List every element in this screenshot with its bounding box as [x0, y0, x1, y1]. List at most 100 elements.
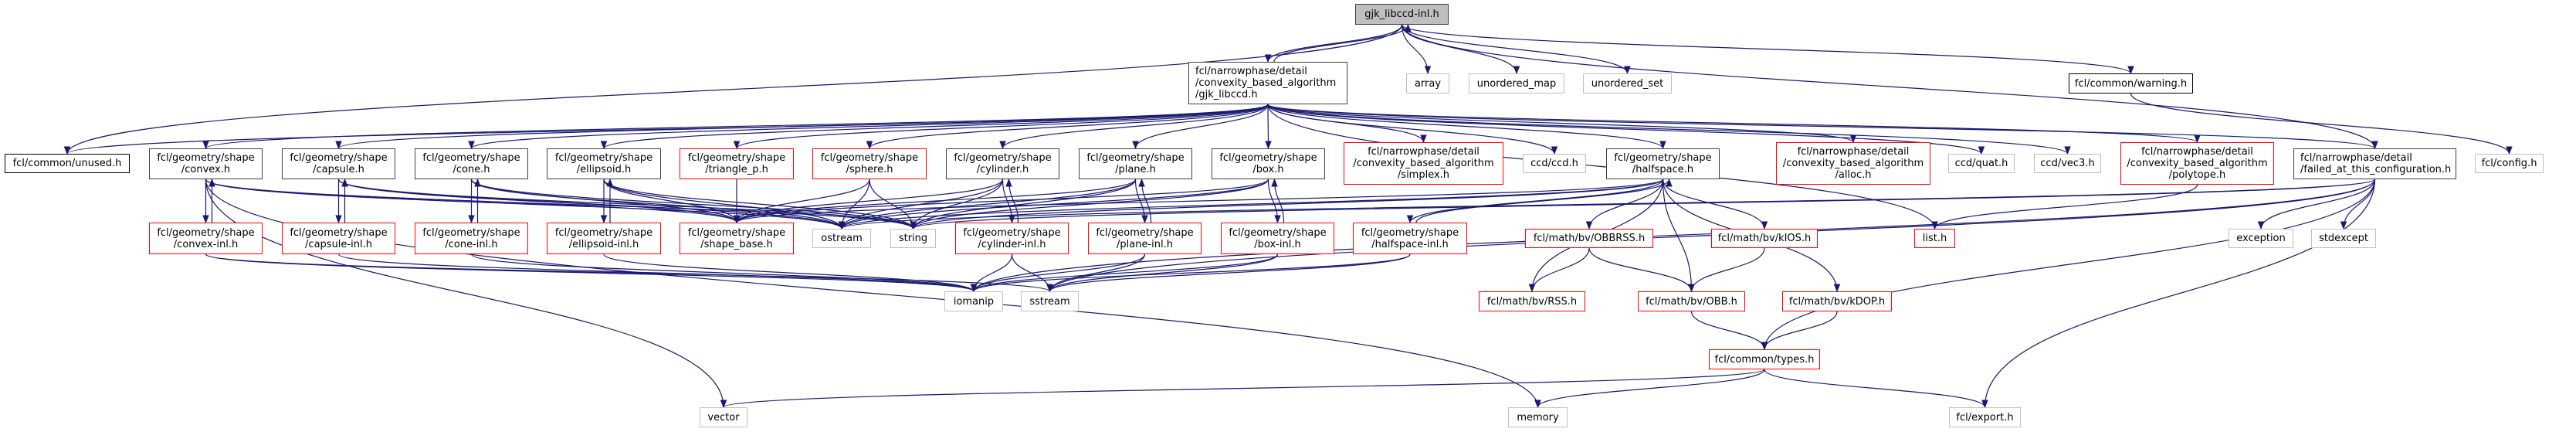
node-label: ostream	[821, 233, 863, 244]
node-convexinl[interactable]: fcl/geometry/shape/convex-inl.h	[149, 223, 263, 254]
node-label: /ellipsoid-inl.h	[568, 238, 639, 250]
node-halfspace[interactable]: fcl/geometry/shape/halfspace.h	[1606, 148, 1720, 179]
edge-polytope-to-list	[1931, 184, 2198, 230]
edge-capsuleinl-to-iomanip	[337, 253, 977, 293]
edge-plane-to-string	[910, 179, 1137, 230]
node-label: /sphere.h	[846, 164, 893, 175]
edge-gjk-to-cone	[468, 104, 1269, 150]
edge-warning-to-config	[2130, 93, 2513, 155]
node-ccd: ccd/ccd.h	[1523, 154, 1586, 173]
edge-obb-to-types	[1690, 311, 1768, 351]
node-memory: memory	[1508, 407, 1568, 427]
node-kdop[interactable]: fcl/math/bv/kDOP.h	[1782, 291, 1892, 311]
node-ellipsoid[interactable]: fcl/geometry/shape/ellipsoid.h	[547, 148, 661, 179]
node-iomanip: iomanip	[944, 291, 1003, 311]
edge-coneinl-to-iomanip	[470, 253, 978, 293]
edge-sphere-to-shapebase	[733, 179, 870, 224]
node-label: fcl/narrowphase/detail	[1368, 146, 1480, 158]
node-stdexcept: stdexcept	[2311, 229, 2376, 248]
edge-ellipsoid-to-shapebase	[603, 179, 741, 224]
edge-obbrss-to-rss	[1528, 247, 1590, 293]
node-label: /capsule-inl.h	[305, 238, 372, 250]
node-root[interactable]: gjk_libccd-inl.h	[1355, 4, 1449, 25]
node-label: /simplex.h	[1397, 169, 1450, 181]
edge-halfspace-to-shapebase	[734, 179, 1664, 224]
node-plane[interactable]: fcl/geometry/shape/plane.h	[1079, 148, 1192, 179]
edge-gjk-to-capsule	[335, 104, 1269, 150]
node-label: /shape_base.h	[700, 238, 773, 250]
edge-box-to-boxinl	[1267, 179, 1281, 224]
node-rss[interactable]: fcl/math/bv/RSS.h	[1479, 291, 1585, 311]
edge-capsule-to-ostream	[337, 179, 846, 230]
node-label: fcl/narrowphase/detail	[2141, 146, 2253, 158]
edge-ellipsoid-to-string	[603, 179, 917, 230]
node-label: fcl/geometry/shape	[687, 152, 786, 164]
edge-gjk-to-convex	[202, 104, 1269, 150]
node-label: fcl/geometry/shape	[963, 226, 1061, 239]
edge-gjk-to-ccd	[1267, 104, 1558, 155]
edge-convexinl-to-sstream	[205, 253, 1053, 293]
edge-gjk-to-polytope	[1267, 104, 2201, 144]
node-convex[interactable]: fcl/geometry/shape/convex.h	[149, 148, 263, 179]
edge-gjk-to-unused	[64, 104, 1269, 155]
node-sphere[interactable]: fcl/geometry/shape/sphere.h	[812, 148, 927, 179]
node-label: fcl/narrowphase/detail	[2300, 152, 2412, 164]
node-failed[interactable]: fcl/narrowphase/detail/failed_at_this_co…	[2293, 148, 2456, 179]
node-capsuleinl[interactable]: fcl/geometry/shape/capsule-inl.h	[282, 223, 395, 254]
node-halfspaceinl[interactable]: fcl/geometry/shape/halfspace-inl.h	[1353, 223, 1467, 254]
edge-halfspaceinl-to-sstream	[1046, 253, 1411, 293]
node-label: unordered_map	[1476, 77, 1557, 90]
edge-boxinl-to-iomanip	[970, 253, 1279, 293]
edge-gjk-to-failed	[1267, 104, 2378, 150]
edge-gjk-to-triangle	[733, 104, 1269, 150]
node-cone[interactable]: fcl/geometry/shape/cone.h	[415, 148, 528, 179]
node-label: sstream	[1029, 295, 1070, 308]
node-label: ccd/vec3.h	[2040, 158, 2095, 169]
node-alloc[interactable]: fcl/narrowphase/detail/convexity_based_a…	[1776, 142, 1930, 185]
edge-convex-to-vector	[205, 179, 727, 409]
node-label: fcl/geometry/shape	[1229, 226, 1327, 239]
node-label: fcl/geometry/shape	[820, 152, 919, 164]
node-coneinl[interactable]: fcl/geometry/shape/cone-inl.h	[415, 223, 528, 254]
node-label: fcl/geometry/shape	[554, 226, 653, 239]
node-polytope[interactable]: fcl/narrowphase/detail/convexity_based_a…	[2120, 142, 2274, 185]
node-ellipsoidinl[interactable]: fcl/geometry/shape/ellipsoid-inl.h	[547, 223, 661, 254]
node-label: memory	[1517, 411, 1559, 423]
node-warning[interactable]: fcl/common/warning.h	[2069, 73, 2193, 94]
node-box[interactable]: fcl/geometry/shape/box.h	[1212, 148, 1325, 179]
node-label: /convexity_based_algorithm	[1353, 158, 1494, 169]
node-boxinl[interactable]: fcl/geometry/shape/box-inl.h	[1221, 223, 1334, 254]
node-label: gjk_libccd-inl.h	[1364, 9, 1439, 20]
node-planeinl[interactable]: fcl/geometry/shape/plane-inl.h	[1088, 223, 1202, 254]
node-kios[interactable]: fcl/math/bv/kIOS.h	[1711, 229, 1818, 248]
edge-halfspace-to-halfspaceinl	[1406, 179, 1664, 224]
node-label: /alloc.h	[1835, 169, 1872, 181]
edge-boxinl-to-box	[1271, 178, 1285, 223]
node-unused[interactable]: fcl/common/unused.h	[5, 154, 130, 173]
edge-failed-to-types	[1761, 179, 2376, 351]
node-label: stdexcept	[2319, 233, 2368, 244]
node-gjk[interactable]: fcl/narrowphase/detail/convexity_based_a…	[1188, 62, 1347, 104]
node-cylinder[interactable]: fcl/geometry/shape/cylinder.h	[946, 148, 1059, 179]
node-list[interactable]: list.h	[1914, 229, 1955, 248]
node-triangle[interactable]: fcl/geometry/shape/triangle_p.h	[680, 148, 794, 179]
node-cylinderinl[interactable]: fcl/geometry/shape/cylinder-inl.h	[955, 223, 1069, 254]
node-simplex[interactable]: fcl/narrowphase/detail/convexity_based_a…	[1344, 142, 1503, 185]
node-shapebase[interactable]: fcl/geometry/shape/shape_base.h	[680, 223, 794, 254]
edge-obbrss-to-obb	[1588, 247, 1695, 293]
edge-halfspace-to-string	[910, 179, 1664, 230]
edge-convexinl-to-iomanip	[205, 253, 977, 293]
node-label: /cone.h	[452, 164, 490, 175]
edge-root-to-unused	[63, 24, 1403, 155]
node-types[interactable]: fcl/common/types.h	[1709, 349, 1820, 369]
node-label: fcl/geometry/shape	[157, 152, 255, 164]
node-config: fcl/config.h	[2475, 154, 2544, 173]
edge-root-to-umap	[1401, 24, 1520, 75]
node-obb[interactable]: fcl/math/bv/OBB.h	[1638, 291, 1745, 311]
edge-capsule-to-string	[337, 179, 917, 230]
edge-plane-to-ostream	[838, 179, 1137, 230]
node-capsule[interactable]: fcl/geometry/shape/capsule.h	[282, 148, 395, 179]
node-export: fcl/export.h	[1949, 407, 2021, 427]
node-label: fcl/config.h	[2481, 158, 2537, 169]
node-obbrss[interactable]: fcl/math/bv/OBBRSS.h	[1525, 229, 1653, 248]
